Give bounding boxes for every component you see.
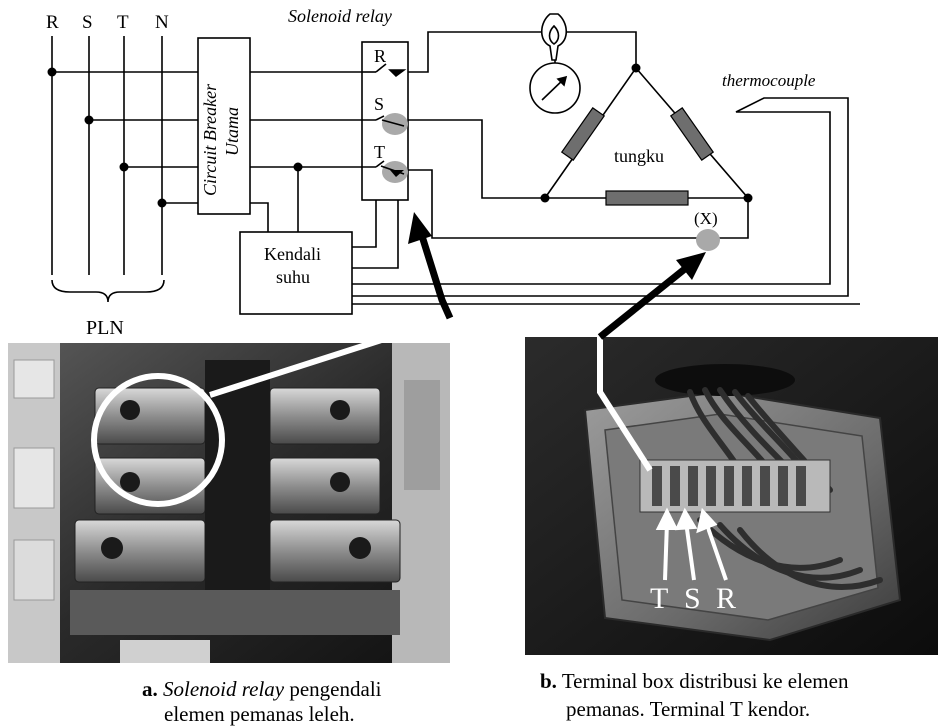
phase-label-s: S	[82, 12, 93, 33]
junction-dots	[47, 63, 753, 208]
caption-b-line2: pemanas. Terminal T kendor.	[566, 697, 811, 721]
terminal-label-s: S	[684, 582, 701, 615]
caption-b: b. Terminal box distribusi ke elemen	[540, 668, 940, 694]
caption-a-line2: elemen pemanas leleh.	[164, 702, 355, 726]
callout-line-a-white	[209, 315, 451, 398]
caption-b-line1: Terminal box distribusi ke elemen	[561, 669, 849, 693]
phase-label-n: N	[155, 12, 169, 33]
terminal-arrow-r	[704, 521, 728, 581]
clamp-meter-icon	[529, 13, 581, 114]
callout-arrow-relay	[408, 212, 454, 320]
caption-a-letter: a.	[142, 677, 158, 701]
caption-a-italic: Solenoid relay	[163, 677, 285, 701]
furnace-label: tungku	[614, 146, 664, 166]
caption-b-letter: b.	[540, 669, 557, 693]
controller-label-1: Kendali	[264, 244, 321, 264]
heating-elements	[560, 107, 715, 206]
relay-contact-label-t: T	[374, 142, 385, 162]
supply-label: PLN	[86, 317, 124, 339]
solenoid-relay-title: Solenoid relay	[288, 6, 392, 26]
circuit-breaker-box	[197, 37, 251, 215]
terminal-arrow-t	[663, 521, 669, 581]
relay-contact-label-s: S	[374, 94, 384, 114]
breaker-label-1: Circuit Breaker	[200, 83, 220, 196]
photo-b-terminal-box: T S R	[525, 337, 938, 655]
solenoid-relay-box	[361, 41, 409, 201]
supply-brace	[51, 279, 165, 303]
terminal-label-t: T	[650, 582, 668, 615]
relay-contact-label-r: R	[374, 46, 386, 66]
caption-a-rest: pengendali	[284, 677, 382, 701]
caption-a: a. Solenoid relay pengendali	[142, 676, 442, 702]
temperature-controller-box	[239, 231, 353, 315]
terminal-arrow-s	[684, 521, 696, 581]
phase-label-r: R	[46, 12, 59, 33]
photo-a-solenoid-relay	[8, 343, 450, 663]
terminal-label-r: R	[716, 582, 736, 615]
callout-arrow-fault	[597, 252, 706, 340]
phase-label-t: T	[117, 12, 129, 33]
fault-marker-label: (X)	[694, 209, 718, 228]
thermocouple-label: thermocouple	[722, 71, 816, 90]
relay-callout-circle	[91, 373, 225, 507]
controller-label-2: suhu	[276, 267, 310, 287]
breaker-label-2: Utama	[222, 107, 242, 156]
fault-marker-x	[696, 229, 720, 251]
terminal-callout-line	[597, 337, 653, 472]
